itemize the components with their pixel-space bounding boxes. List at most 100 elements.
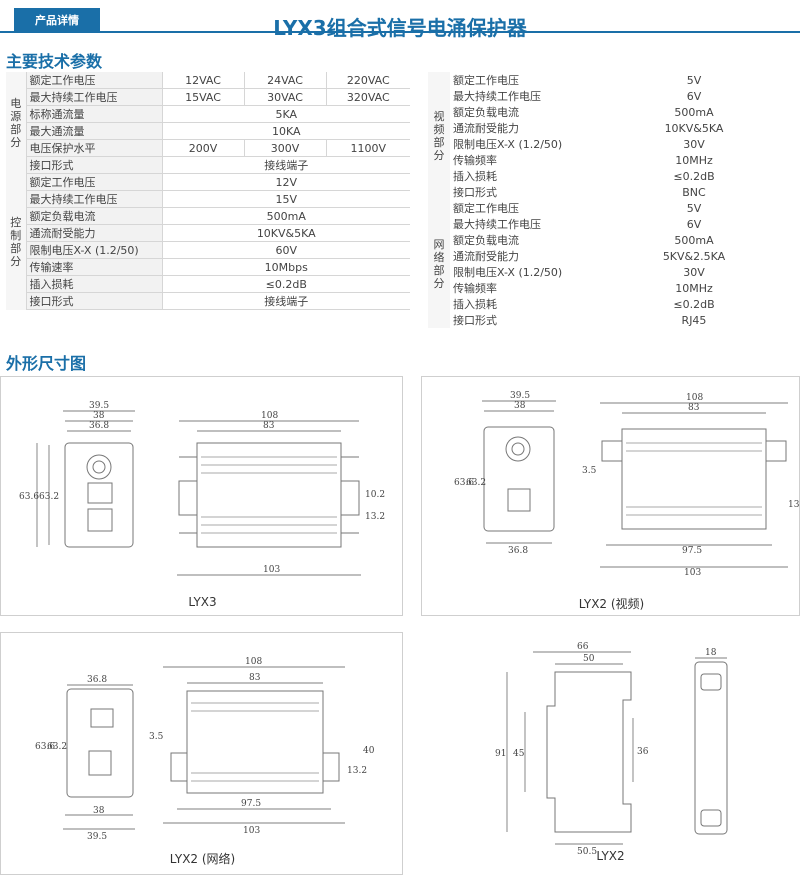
dim-label: 63.2 bbox=[47, 742, 67, 752]
dim-label: 91 bbox=[495, 749, 506, 759]
product-details-tab[interactable]: 产品详情 bbox=[14, 8, 100, 32]
lyx2-caption: LYX2 bbox=[596, 849, 625, 863]
row-label: 插入损耗 bbox=[26, 275, 163, 293]
dim-label: 38 bbox=[93, 806, 105, 816]
row-value: 1100V bbox=[325, 139, 410, 157]
row-value: ≤0.2dB bbox=[673, 169, 715, 183]
row-label: 通流耐受能力 bbox=[450, 248, 600, 264]
dim-label: 3.5 bbox=[149, 732, 164, 742]
row-label: 插入损耗 bbox=[450, 296, 600, 312]
lyx2-video-caption: LYX2 (视频) bbox=[578, 597, 645, 611]
row-label: 通流耐受能力 bbox=[26, 224, 163, 242]
row-value: 10MHz bbox=[675, 153, 713, 167]
row-value: 10Mbps bbox=[162, 258, 410, 276]
lyx3-caption: LYX3 bbox=[188, 595, 217, 609]
row-label: 最大持续工作电压 bbox=[450, 216, 600, 232]
row-label: 接口形式 bbox=[450, 312, 600, 328]
dim-label: 3.5 bbox=[582, 466, 597, 476]
lyx2-dimension-drawing: 66 50 91 45 36 50.5 18 bbox=[495, 642, 728, 857]
row-label: 限制电压X-X (1.2/50) bbox=[450, 264, 600, 280]
row-label: 额定负载电流 bbox=[450, 104, 600, 120]
dim-label: 103 bbox=[263, 565, 280, 575]
table-row: 传输频率 10MHz bbox=[428, 152, 788, 168]
table-row: 控制部分 额定工作电压 12V bbox=[6, 173, 410, 310]
table-row: 标称通流量 5KA bbox=[6, 105, 410, 123]
dim-label: 108 bbox=[686, 393, 703, 403]
row-value: 10KV&5KA bbox=[664, 121, 724, 135]
dim-label: 63.2 bbox=[466, 478, 486, 488]
row-label: 额定工作电压 bbox=[450, 72, 600, 88]
table-row: 限制电压X-X (1.2/50) 60V bbox=[6, 241, 410, 259]
row-label: 接口形式 bbox=[26, 292, 163, 310]
dim-label: 97.5 bbox=[241, 799, 261, 809]
dim-label: 50 bbox=[583, 654, 595, 664]
row-value: 320VAC bbox=[325, 88, 410, 106]
table-row: 接口形式 接线端子 bbox=[6, 292, 410, 310]
row-label: 额定负载电流 bbox=[450, 232, 600, 248]
row-value: 30V bbox=[683, 137, 705, 151]
row-value: 500mA bbox=[162, 207, 410, 225]
row-value: 10KA bbox=[162, 122, 410, 140]
dim-label: 39.5 bbox=[87, 832, 107, 842]
row-value: 接线端子 bbox=[162, 292, 410, 310]
row-label: 额定工作电压 bbox=[450, 200, 600, 216]
table-row: 最大持续工作电压 15V bbox=[6, 190, 410, 208]
dim-label: 108 bbox=[245, 657, 262, 667]
row-value: 500mA bbox=[674, 105, 714, 119]
row-label: 最大通流量 bbox=[26, 122, 163, 140]
row-value: 30V bbox=[683, 265, 705, 279]
dim-label: 83 bbox=[249, 673, 261, 683]
row-value: 5V bbox=[686, 73, 702, 87]
row-value: 200V bbox=[162, 139, 244, 157]
lyx2-network-drawing-panel: 36.8 63.6 63.2 38 39.5 108 83 3.5 40 13.… bbox=[0, 632, 403, 875]
video-group-label: 视频部分 bbox=[428, 72, 450, 200]
lyx2-video-drawing-panel: 39.5 38 63.6 63.2 36.8 108 83 3.5 13.2 9… bbox=[421, 376, 800, 616]
row-label: 额定工作电压 bbox=[26, 173, 163, 191]
row-value: 5KV&2.5KA bbox=[662, 249, 726, 263]
row-label: 最大持续工作电压 bbox=[26, 190, 163, 208]
dim-label: 38 bbox=[514, 401, 526, 411]
row-label: 限制电压X-X (1.2/50) bbox=[26, 241, 163, 259]
row-label: 额定工作电压 bbox=[26, 72, 163, 89]
row-value: 12V bbox=[162, 173, 410, 191]
table-row: 额定负载电流 500mA bbox=[6, 207, 410, 225]
row-value: 60V bbox=[162, 241, 410, 259]
table-row: 限制电压X-X (1.2/50) 30V bbox=[428, 136, 788, 152]
dim-label: 103 bbox=[684, 568, 701, 578]
row-label: 限制电压X-X (1.2/50) bbox=[450, 136, 600, 152]
dim-label: 97.5 bbox=[682, 546, 702, 556]
row-value: 6V bbox=[686, 89, 702, 103]
table-row: 接口形式 接线端子 bbox=[6, 156, 410, 174]
lyx2-drawing-panel: 66 50 91 45 36 50.5 18 LYX2 bbox=[421, 632, 800, 875]
dim-label: 39.5 bbox=[510, 391, 530, 401]
row-value: 220VAC bbox=[325, 72, 410, 89]
spec-table-left: 电源部分 额定工作电压 12VAC 24VAC 220VAC 最大持续工作电压 … bbox=[6, 72, 410, 310]
dim-label: 18 bbox=[705, 648, 717, 658]
dim-label: 45 bbox=[513, 749, 525, 759]
row-label: 传输速率 bbox=[26, 258, 163, 276]
control-group-label: 控制部分 bbox=[6, 173, 27, 310]
row-value: 5V bbox=[686, 201, 702, 215]
power-group-label: 电源部分 bbox=[6, 72, 27, 174]
row-label: 传输频率 bbox=[450, 152, 600, 168]
dim-label: 103 bbox=[243, 826, 260, 836]
page-title: LYX3组合式信号电涌保护器 bbox=[273, 16, 527, 40]
row-value: 15VAC bbox=[162, 88, 244, 106]
dim-label: 108 bbox=[261, 411, 278, 421]
row-label: 标称通流量 bbox=[26, 105, 163, 123]
table-row: 传输速率 10Mbps bbox=[6, 258, 410, 276]
dim-label: 38 bbox=[93, 411, 105, 421]
row-value: 30VAC bbox=[243, 88, 326, 106]
dimensions-section-title: 外形尺寸图 bbox=[6, 354, 87, 373]
dim-label: 39.5 bbox=[89, 401, 109, 411]
row-value: 24VAC bbox=[243, 72, 326, 89]
row-value: 接线端子 bbox=[162, 156, 410, 174]
lyx2-network-dimension-drawing: 36.8 63.6 63.2 38 39.5 108 83 3.5 40 13.… bbox=[35, 657, 375, 842]
row-label: 插入损耗 bbox=[450, 168, 600, 184]
row-value: 500mA bbox=[674, 233, 714, 247]
dim-label: 40 bbox=[363, 746, 375, 756]
